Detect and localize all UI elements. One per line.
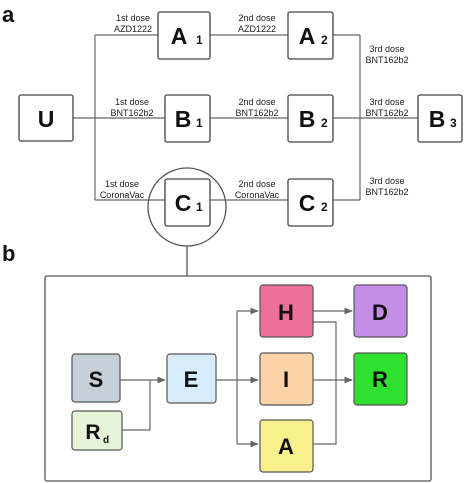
edge-label: AZD1222 — [238, 24, 276, 34]
panel-a-label: a — [2, 2, 15, 27]
edge-label: 3rd dose — [369, 97, 404, 107]
panel-b-connectors — [120, 307, 353, 448]
compartment-D-label: D — [372, 300, 388, 325]
node-B3-label: B — [429, 106, 446, 132]
node-C1: C 1 — [147, 167, 227, 247]
panel-b-label: b — [2, 241, 15, 266]
edge-labels-a: 1st dose AZD1222 2nd dose AZD1222 3rd do… — [100, 13, 409, 200]
edge-label: 1st dose — [115, 97, 149, 107]
edge-label: BNT162b2 — [365, 55, 408, 65]
compartment-D: D — [353, 284, 408, 338]
compartment-I: I — [259, 352, 314, 406]
compartment-Rd-label: R — [85, 421, 100, 444]
compartment-A: A — [259, 419, 314, 473]
compartment-R-label: R — [372, 367, 388, 392]
node-B1: B 1 — [164, 94, 211, 143]
node-B2-sub: 2 — [321, 116, 328, 130]
compartment-I-box — [259, 352, 314, 406]
edge-label: CoronaVac — [235, 190, 280, 200]
compartment-S-box — [71, 353, 121, 403]
node-A2-sub: 2 — [321, 33, 328, 47]
node-B2: B 2 — [287, 94, 334, 143]
node-C2-label: C — [299, 190, 316, 216]
node-U-label: U — [38, 106, 55, 132]
node-B1-sub: 1 — [196, 116, 203, 130]
compartment-E-box — [166, 353, 217, 404]
edge-label: 2nd dose — [238, 97, 275, 107]
edge-label: BNT162b2 — [365, 108, 408, 118]
compartment-Rd-sub: d — [103, 435, 109, 446]
edge-label: BNT162b2 — [235, 108, 278, 118]
edge-label: 2nd dose — [238, 179, 275, 189]
compartment-I-label: I — [283, 367, 289, 392]
node-C2-sub: 2 — [321, 200, 328, 214]
edge-label: 1st dose — [105, 179, 139, 189]
compartment-H: H — [259, 284, 314, 338]
node-A1: A 1 — [157, 11, 211, 60]
node-C2: C 2 — [287, 178, 334, 227]
compartment-Rd: R d — [71, 410, 123, 451]
node-U: U — [18, 94, 74, 142]
node-B2-label: B — [299, 106, 316, 132]
edge-label: BNT162b2 — [365, 187, 408, 197]
compartment-H-box — [259, 284, 314, 338]
edge-label: BNT162b2 — [110, 108, 153, 118]
edge-label: 3rd dose — [369, 176, 404, 186]
node-A2-label: A — [299, 23, 316, 49]
compartment-E-label: E — [184, 367, 199, 392]
compartment-S-label: S — [89, 367, 104, 392]
compartment-R-box — [353, 352, 408, 406]
node-B3: B 3 — [417, 94, 463, 143]
compartment-D-box — [353, 284, 408, 338]
edge-label: AZD1222 — [114, 24, 152, 34]
compartment-A-label: A — [278, 434, 294, 459]
compartment-Rd-box — [71, 410, 123, 451]
node-B3-sub: 3 — [450, 116, 457, 130]
node-A1-sub: 1 — [196, 33, 203, 47]
edge-label: 2nd dose — [238, 13, 275, 23]
compartment-E: E — [166, 353, 217, 404]
node-C1-label: C — [175, 190, 192, 216]
node-C1-sub: 1 — [196, 200, 203, 214]
compartment-R: R — [353, 352, 408, 406]
compartment-S: S — [71, 353, 121, 403]
compartment-H-label: H — [278, 300, 294, 325]
edge-label: CoronaVac — [100, 190, 145, 200]
edge-label: 3rd dose — [369, 44, 404, 54]
node-B1-label: B — [175, 106, 192, 132]
node-A1-label: A — [171, 23, 188, 49]
node-A2: A 2 — [287, 11, 334, 60]
edge-label: 1st dose — [116, 13, 150, 23]
panel-a-connectors — [73, 34, 418, 201]
compartment-A-box — [259, 419, 314, 473]
